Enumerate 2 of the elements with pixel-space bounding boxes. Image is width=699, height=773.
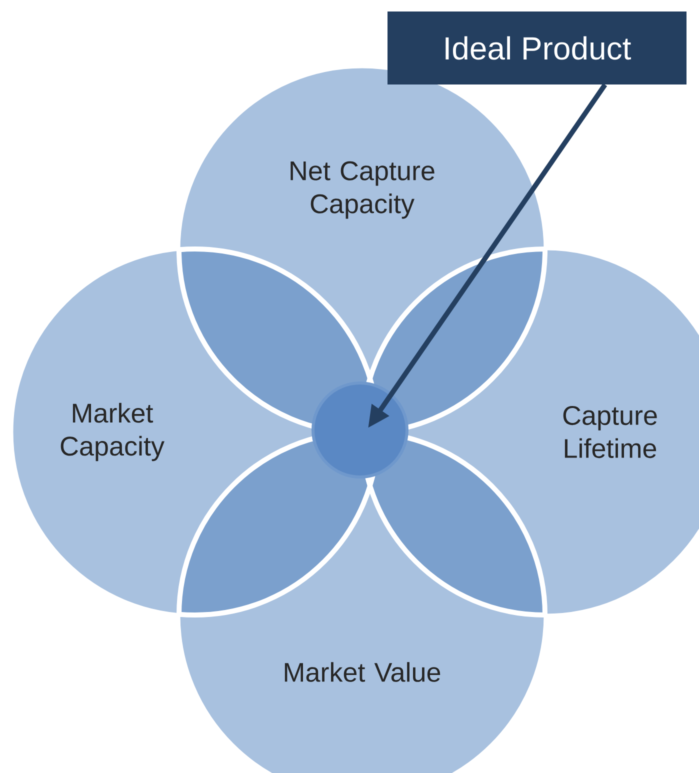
callout-box: Ideal Product — [388, 12, 686, 84]
center-circle — [312, 382, 408, 478]
